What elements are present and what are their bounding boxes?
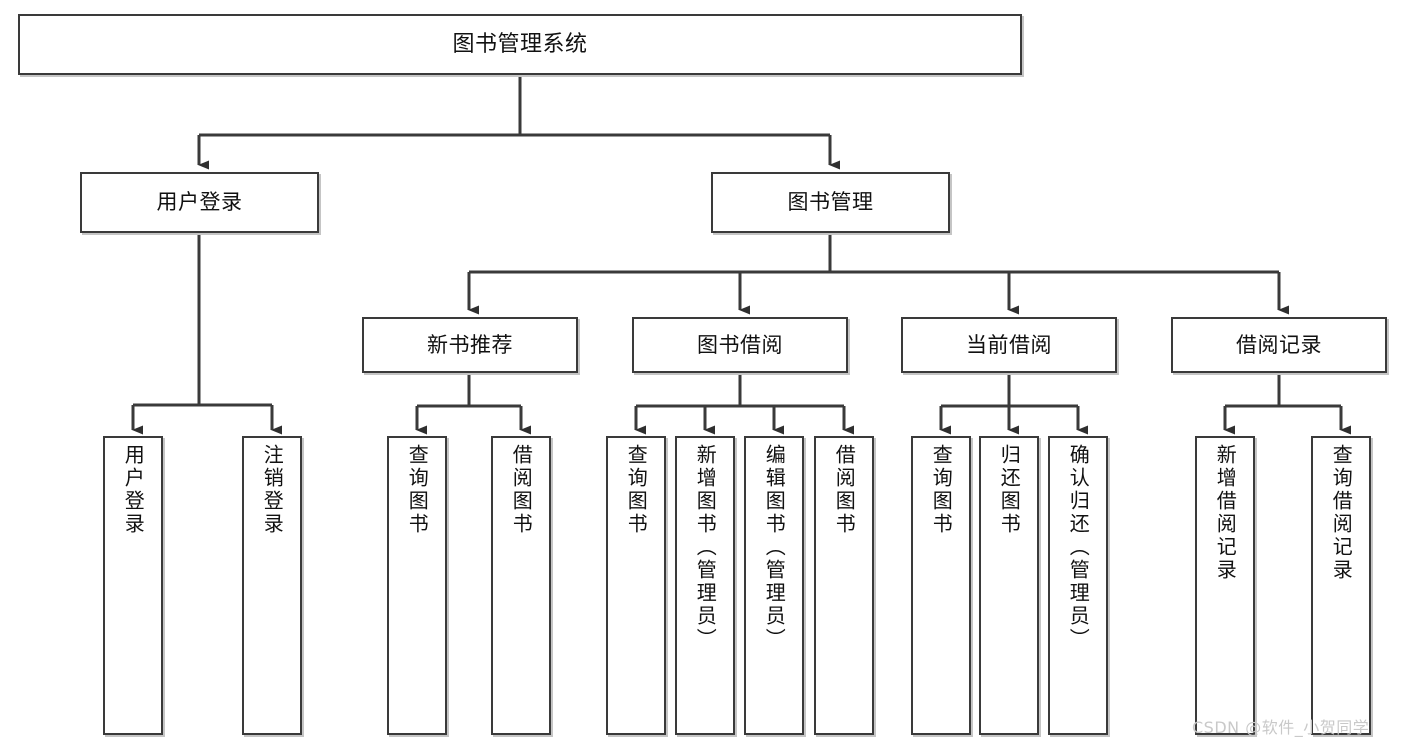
node-leaf-borrow-book-1[interactable]: 借阅图书 bbox=[491, 436, 551, 735]
node-leaf-confirm-return-label: 确认归还（管理员） bbox=[1066, 444, 1091, 651]
csdn-watermark: CSDN @软件_小贺同学 bbox=[1192, 718, 1370, 737]
node-leaf-query-record-label: 查询借阅记录 bbox=[1329, 444, 1354, 582]
node-leaf-logout-login-label: 注销登录 bbox=[260, 444, 285, 536]
node-leaf-edit-book-label: 编辑图书（管理员） bbox=[762, 444, 787, 651]
node-leaf-add-record[interactable]: 新增借阅记录 bbox=[1195, 436, 1255, 735]
node-new-book-recommend[interactable]: 新书推荐 bbox=[362, 317, 578, 373]
node-user-login[interactable]: 用户登录 bbox=[80, 172, 319, 233]
node-current-borrow[interactable]: 当前借阅 bbox=[901, 317, 1117, 373]
node-root[interactable]: 图书管理系统 bbox=[18, 14, 1022, 75]
node-new-book-recommend-label: 新书推荐 bbox=[427, 332, 513, 357]
node-leaf-edit-book[interactable]: 编辑图书（管理员） bbox=[744, 436, 804, 735]
node-leaf-query-book-3[interactable]: 查询图书 bbox=[911, 436, 971, 735]
node-leaf-user-login[interactable]: 用户登录 bbox=[103, 436, 163, 735]
node-book-management-label: 图书管理 bbox=[787, 190, 874, 215]
node-leaf-query-book-3-label: 查询图书 bbox=[929, 444, 954, 536]
node-book-management[interactable]: 图书管理 bbox=[711, 172, 950, 233]
node-book-borrow[interactable]: 图书借阅 bbox=[632, 317, 848, 373]
node-leaf-query-book-1-label: 查询图书 bbox=[405, 444, 430, 536]
node-leaf-user-login-label: 用户登录 bbox=[121, 444, 146, 536]
node-leaf-add-book[interactable]: 新增图书（管理员） bbox=[675, 436, 735, 735]
node-leaf-query-record[interactable]: 查询借阅记录 bbox=[1311, 436, 1371, 735]
node-leaf-return-book[interactable]: 归还图书 bbox=[979, 436, 1039, 735]
node-leaf-query-book-2-label: 查询图书 bbox=[624, 444, 649, 536]
node-leaf-query-book-2[interactable]: 查询图书 bbox=[606, 436, 666, 735]
node-user-login-label: 用户登录 bbox=[156, 190, 243, 215]
node-borrow-record-label: 借阅记录 bbox=[1236, 332, 1322, 357]
node-leaf-borrow-book-2[interactable]: 借阅图书 bbox=[814, 436, 874, 735]
node-borrow-record[interactable]: 借阅记录 bbox=[1171, 317, 1387, 373]
node-leaf-add-record-label: 新增借阅记录 bbox=[1213, 444, 1238, 582]
node-leaf-borrow-book-1-label: 借阅图书 bbox=[509, 444, 534, 536]
node-leaf-add-book-label: 新增图书（管理员） bbox=[693, 444, 718, 651]
node-leaf-query-book-1[interactable]: 查询图书 bbox=[387, 436, 447, 735]
node-leaf-logout-login[interactable]: 注销登录 bbox=[242, 436, 302, 735]
node-root-label: 图书管理系统 bbox=[452, 31, 588, 57]
node-leaf-return-book-label: 归还图书 bbox=[997, 444, 1022, 536]
node-book-borrow-label: 图书借阅 bbox=[697, 332, 783, 357]
node-leaf-borrow-book-2-label: 借阅图书 bbox=[832, 444, 857, 536]
node-leaf-confirm-return[interactable]: 确认归还（管理员） bbox=[1048, 436, 1108, 735]
node-current-borrow-label: 当前借阅 bbox=[966, 332, 1052, 357]
